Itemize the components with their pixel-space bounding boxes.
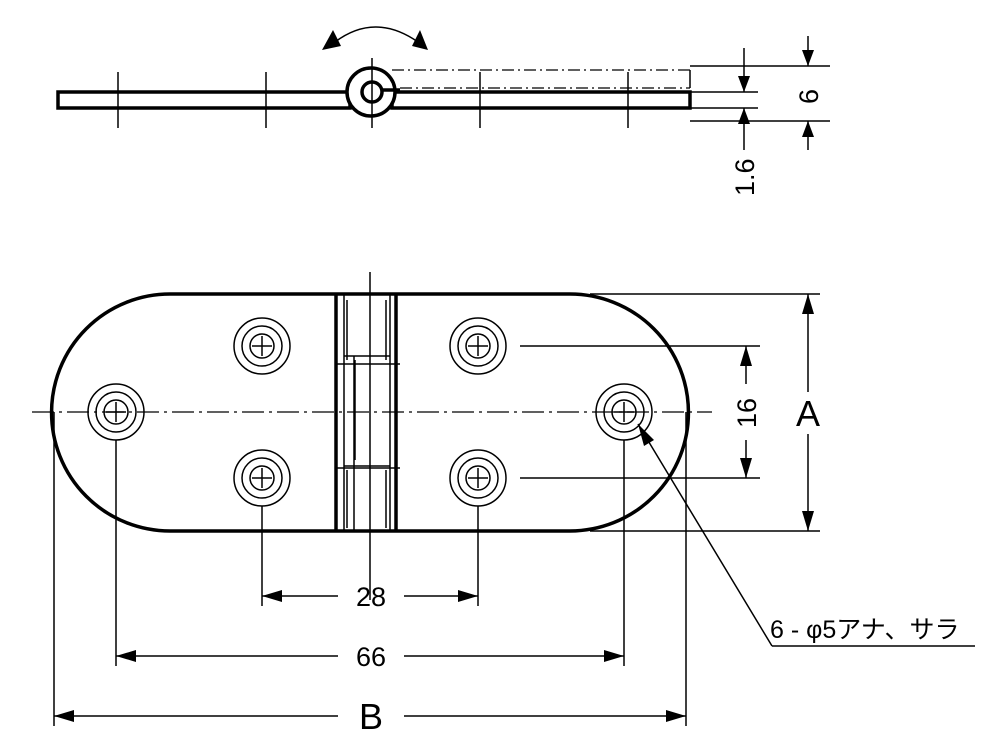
rotation-arrow-right-icon bbox=[412, 30, 428, 50]
front-view: 28 66 B 16 A 6 - φ5アナ、サラ bbox=[32, 272, 975, 737]
side-view: 1.6 6 bbox=[56, 26, 830, 196]
left-leaf-side bbox=[56, 90, 352, 110]
dim-arrow-icon bbox=[54, 710, 74, 722]
dim-arrow-icon bbox=[604, 650, 624, 662]
knuckle-segments bbox=[336, 294, 400, 531]
dim-16-label: 16 bbox=[732, 398, 762, 428]
dim-arrow-icon bbox=[262, 590, 282, 602]
dim-arrow-icon bbox=[738, 108, 750, 124]
callout-arrow-icon bbox=[638, 424, 654, 446]
dim-arrow-icon bbox=[666, 710, 686, 722]
dim-arrow-icon bbox=[740, 458, 752, 478]
knuckle-inner bbox=[346, 300, 387, 528]
screw-hole bbox=[449, 317, 507, 375]
callout-leader bbox=[637, 423, 773, 647]
rotation-arc bbox=[334, 26, 419, 43]
hole-callout: 6 - φ5アナ、サラ bbox=[770, 616, 960, 644]
overall-height-label: A bbox=[796, 393, 820, 434]
dim-arrow-icon bbox=[802, 511, 814, 531]
knuckle-outer bbox=[345, 66, 397, 118]
dim-66-label: 66 bbox=[356, 642, 386, 672]
dim-arrow-icon bbox=[802, 121, 814, 137]
screw-hole bbox=[233, 317, 291, 375]
rotation-arrow-left-icon bbox=[322, 30, 341, 50]
dim-arrow-icon bbox=[740, 346, 752, 366]
dim-arrow-icon bbox=[802, 294, 814, 314]
dim-arrow-icon bbox=[738, 76, 750, 92]
dim-arrow-icon bbox=[116, 650, 136, 662]
overall-length-label: B bbox=[359, 696, 383, 737]
dim-arrow-icon bbox=[802, 50, 814, 66]
thickness-label: 1.6 bbox=[730, 158, 760, 196]
right-leaf-side bbox=[390, 90, 692, 110]
dim-28-label: 28 bbox=[356, 582, 386, 612]
dim-arrow-icon bbox=[458, 590, 478, 602]
height-label: 6 bbox=[794, 89, 824, 104]
hole-center-marks bbox=[106, 336, 634, 488]
